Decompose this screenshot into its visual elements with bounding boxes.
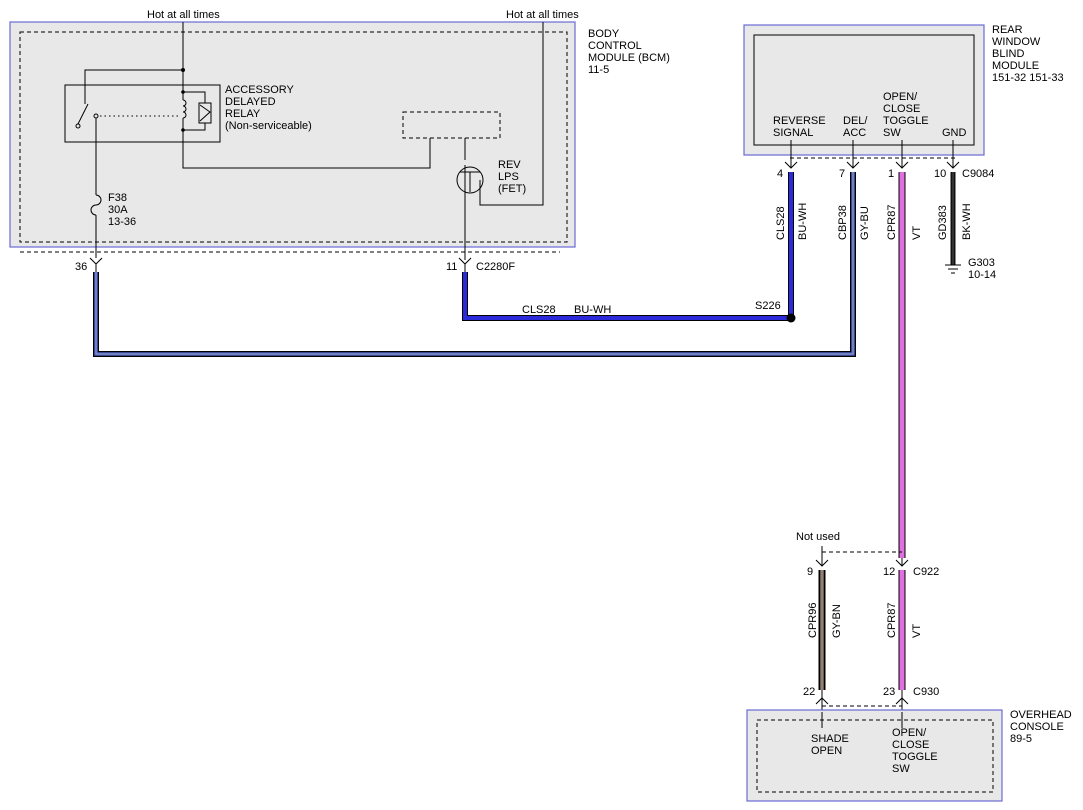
wire-cpr96: CPR96 GY-BN xyxy=(807,570,843,690)
pin-7-label: 7 xyxy=(839,168,845,180)
fuse-label-2: 30A xyxy=(108,204,128,216)
ground-ref: 10-14 xyxy=(968,269,996,281)
rear-window-blind-module: REAR WINDOW BLIND MODULE 151-32 151-33 R… xyxy=(743,24,1064,156)
wire-cpr87-upper-circuit: CPR87 xyxy=(886,205,898,240)
fuse-label-1: F38 xyxy=(108,192,127,204)
rwbm-name-line-3: BLIND xyxy=(992,48,1024,60)
c930-label: C930 xyxy=(913,686,939,698)
ground-g303: G303 xyxy=(968,257,995,269)
rwbm-name-line-2: WINDOW xyxy=(992,36,1041,48)
wire-cbp38-circuit: CBP38 xyxy=(837,205,849,240)
bcm-pin-11: 11 C2280F xyxy=(446,257,515,273)
gnd-label: GND xyxy=(942,127,967,139)
bcm-name-line-1: BODY xyxy=(588,28,620,40)
reverse-signal-label-1: REVERSE xyxy=(773,115,826,127)
connector-c2280f: C2280F xyxy=(476,261,515,273)
toggle-sw-label-2: CLOSE xyxy=(883,103,920,115)
del-acc-label-1: DEL/ xyxy=(843,115,868,127)
wire-cls28-vertical: CLS28 BU-WH xyxy=(775,172,809,318)
splice-s226-dot xyxy=(786,313,796,323)
pin-10-label: 10 xyxy=(934,168,946,180)
wire-cpr87-lower: CPR87 VT xyxy=(886,570,923,690)
relay-label-1: ACCESSORY xyxy=(225,84,295,96)
accessory-delayed-relay: ACCESSORY DELAYED RELAY (Non-serviceable… xyxy=(64,68,312,195)
wire-cpr96-color: GY-BN xyxy=(831,604,843,638)
hot-at-all-times-left: Hot at all times xyxy=(147,9,220,21)
overhead-name-1: OVERHEAD xyxy=(1010,709,1072,721)
c922-label: C922 xyxy=(913,566,939,578)
pin-11-label: 11 xyxy=(446,261,457,273)
wire-cbp38-color: GY-BU xyxy=(859,206,871,240)
bcm-name-line-2: CONTROL xyxy=(588,40,642,52)
wire-cpr96-circuit: CPR96 xyxy=(807,603,819,638)
c930-pin-22: 22 xyxy=(803,686,815,698)
pin-4-label: 4 xyxy=(777,168,783,180)
bcm-name-line-3: MODULE (BCM) xyxy=(588,52,670,64)
toggle-sw-label-3: TOGGLE xyxy=(883,115,929,127)
wire-cls28-circuit: CLS28 xyxy=(775,206,787,240)
overhead-toggle-1: OPEN/ xyxy=(892,727,927,739)
c922-pin-12: 12 xyxy=(883,566,895,578)
wire-gd383: GD383 BK-WH xyxy=(937,172,973,265)
splice-s226-label: S226 xyxy=(755,300,781,312)
fet-label-2: LPS xyxy=(498,171,519,183)
rev-lps-fet: REV LPS (FET) xyxy=(456,159,526,260)
overhead-name-3: 89-5 xyxy=(1010,733,1032,745)
overhead-name-2: CONSOLE xyxy=(1010,721,1064,733)
relay-label-4: (Non-serviceable) xyxy=(225,120,312,132)
overhead-toggle-4: SW xyxy=(892,763,910,775)
fet-label-3: (FET) xyxy=(498,183,526,195)
wire-cls28-color: BU-WH xyxy=(797,203,809,240)
fet-label-1: REV xyxy=(498,159,521,171)
relay-label-2: DELAYED xyxy=(225,96,276,108)
wire-gd383-circuit: GD383 xyxy=(937,205,949,240)
wire-cpr87-upper: CPR87 VT xyxy=(886,172,923,558)
toggle-sw-label-4: SW xyxy=(883,127,901,139)
shade-open-1: SHADE xyxy=(811,733,849,745)
overhead-toggle-3: TOGGLE xyxy=(892,751,938,763)
pin-1-label: 1 xyxy=(888,168,894,180)
connector-c9084: C9084 xyxy=(962,168,994,180)
overhead-console: OVERHEAD CONSOLE 89-5 SHADE OPEN OPEN/ C… xyxy=(746,709,1072,802)
c922-pin-9: 9 xyxy=(807,566,813,578)
c930-pin-23: 23 xyxy=(883,686,895,698)
not-used-label: Not used xyxy=(796,531,840,543)
body-control-module: BODY CONTROL MODULE (BCM) 11-5 Hot at al… xyxy=(9,9,670,260)
rwbm-name-line-4: MODULE xyxy=(992,60,1039,72)
rwbm-name-line-1: REAR xyxy=(992,24,1023,36)
rwbm-pins: 4 7 1 10 C9084 xyxy=(777,140,994,180)
connector-c922: Not used 9 12 C922 xyxy=(796,531,939,578)
hot-at-all-times-right: Hot at all times xyxy=(506,9,579,21)
wire-cpr87-upper-color: VT xyxy=(911,226,923,240)
relay-label-3: RELAY xyxy=(225,108,261,120)
horizontal-wire-color: BU-WH xyxy=(574,304,611,316)
bcm-name-line-4: 11-5 xyxy=(588,64,609,76)
reverse-signal-label-2: SIGNAL xyxy=(773,127,813,139)
wire-cbp38: CBP38 GY-BU xyxy=(93,172,871,357)
wire-cls28-horizontal: CLS28 BU-WH xyxy=(462,272,791,321)
connector-c930: 22 23 C930 xyxy=(803,686,939,712)
rwbm-name-line-5: 151-32 151-33 xyxy=(992,72,1064,84)
bcm-pin-36: 36 xyxy=(75,257,103,273)
overhead-toggle-2: CLOSE xyxy=(892,739,929,751)
wire-gd383-color: BK-WH xyxy=(961,203,973,240)
ground-symbol: G303 10-14 xyxy=(945,257,996,281)
fuse-label-3: 13-36 xyxy=(108,216,136,228)
wire-cpr87-lower-color: VT xyxy=(911,624,923,638)
pin-36-label: 36 xyxy=(75,261,87,273)
horizontal-wire-circuit: CLS28 xyxy=(522,304,556,316)
toggle-sw-label-1: OPEN/ xyxy=(883,91,918,103)
wire-cpr87-lower-circuit: CPR87 xyxy=(886,603,898,638)
fuse-f38: F38 30A 13-36 xyxy=(90,192,136,258)
shade-open-2: OPEN xyxy=(811,745,842,757)
del-acc-label-2: ACC xyxy=(843,127,866,139)
